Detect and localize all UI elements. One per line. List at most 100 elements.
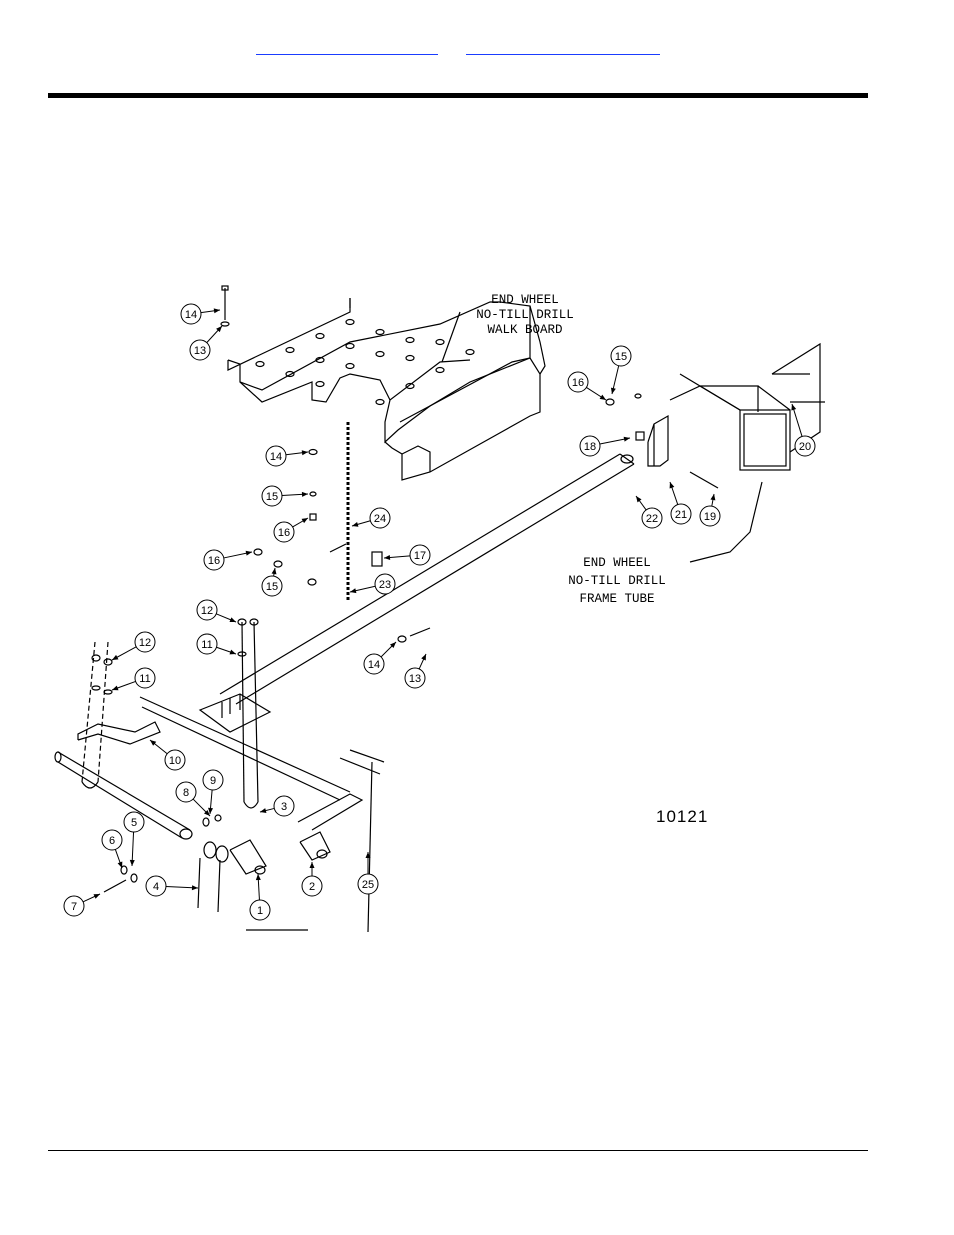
callout-number: 16 [208,555,220,567]
u-bolt-left-bend [82,782,98,788]
header-link-1[interactable] [256,40,438,55]
callout-19: 19 [700,494,720,526]
callout-number: 21 [675,509,687,521]
bottom-rule [48,1150,868,1151]
frame-tube-leader [690,482,762,562]
callout-12: 12 [112,632,155,660]
callout-3: 3 [260,796,294,816]
callout-number: 15 [615,351,627,363]
callout-number: 13 [409,673,421,685]
figure-code: 10121 [656,807,708,826]
callout-number: 10 [169,755,181,767]
callout-1: 1 [250,874,270,920]
callout-16: 16 [274,518,308,542]
callout-4: 4 [146,876,198,896]
callout-arrowhead [130,860,135,866]
parts-diagram: 1413141516241615121112111098567413225172… [50,282,830,942]
callout-arrowhead [272,568,277,574]
callout-15: 15 [611,346,631,394]
callout-arrowhead [256,874,261,880]
callout-number: 7 [71,901,77,913]
callout-arrowhead [214,308,220,313]
callout-number: 6 [109,835,115,847]
callout-arrowhead [302,492,308,497]
callout-number: 4 [153,881,159,893]
callout-number: 20 [799,441,811,453]
callout-arrowhead [636,496,642,502]
callout-25: 25 [358,852,378,894]
callout-arrowhead [670,482,675,488]
callout-arrowhead [246,551,252,556]
callout-number: 22 [646,513,658,525]
callout-number: 14 [368,659,380,671]
walk-board-label-line-2: NO-TILL DRILL [476,308,574,322]
callout-12: 12 [197,600,236,622]
callout-arrowhead [611,388,616,394]
walk-board-label-line-3: WALK BOARD [487,323,562,337]
callout-number: 17 [414,550,426,562]
frame-tube-label-line-1: END WHEEL [583,556,651,570]
callout-13: 13 [405,654,426,688]
callout-10: 10 [150,740,185,770]
callout-2: 2 [302,862,322,896]
callout-number: 16 [572,377,584,389]
frame-tube-label: END WHEEL NO-TILL DRILL FRAME TUBE [568,556,666,606]
callout-18: 18 [580,436,630,456]
callout-number: 14 [185,309,197,321]
callout-number: 11 [139,673,150,685]
callout-arrowhead [302,518,308,523]
callout-number: 13 [194,345,206,357]
u-bolt-center-bend [244,802,258,808]
parts-diagram-svg: 1413141516241615121112111098567413225172… [50,282,830,942]
callout-11: 11 [197,634,236,654]
callout-number: 14 [270,451,282,463]
callout-22: 22 [636,496,662,528]
callout-number: 11 [201,639,212,651]
callout-16: 16 [568,372,606,400]
walk-board-label: END WHEEL NO-TILL DRILL WALK BOARD [476,293,574,337]
callout-number: 15 [266,581,278,593]
frame-tube-label-line-2: NO-TILL DRILL [568,574,666,588]
callout-arrowhead [118,862,123,868]
frame-tube-label-line-3: FRAME TUBE [579,592,654,606]
callout-14: 14 [181,304,220,324]
callout-number: 15 [266,491,278,503]
callout-20: 20 [791,404,815,456]
callout-arrowhead [624,437,630,442]
callout-6: 6 [102,830,122,868]
callout-21: 21 [670,482,691,524]
callout-number: 3 [281,801,287,813]
callout-23: 23 [350,574,395,594]
callout-9: 9 [203,770,223,814]
mount-plate-shape [200,694,270,732]
callout-24: 24 [352,508,390,528]
header-link-2[interactable] [466,40,660,55]
callout-arrowhead [192,885,198,890]
callout-number: 16 [278,527,290,539]
callout-16: 16 [204,550,252,570]
top-rule [48,93,868,98]
callout-arrowhead [112,686,118,691]
callout-11: 11 [112,668,155,690]
callout-arrowhead [791,404,796,410]
callout-15: 15 [262,568,282,596]
sleeve-1-shape [230,840,266,874]
callout-number: 9 [210,775,216,787]
callout-15: 15 [262,486,308,506]
callout-number: 1 [257,905,263,917]
callout-number: 25 [362,879,374,891]
callout-5: 5 [124,812,144,866]
callout-13: 13 [190,326,222,360]
callout-arrowhead [310,862,315,868]
clip-17-shape [372,552,382,566]
callout-arrowhead [230,617,236,622]
callout-number: 2 [309,881,315,893]
sleeve-2-shape [300,832,330,860]
callout-arrowhead [710,494,715,500]
callout-number: 18 [584,441,596,453]
callout-arrowhead [352,522,358,527]
callout-number: 24 [374,513,386,525]
u-bolt-center-shape [242,622,258,802]
bracket-10-shape [78,722,160,744]
spring-4-shape [198,842,228,912]
